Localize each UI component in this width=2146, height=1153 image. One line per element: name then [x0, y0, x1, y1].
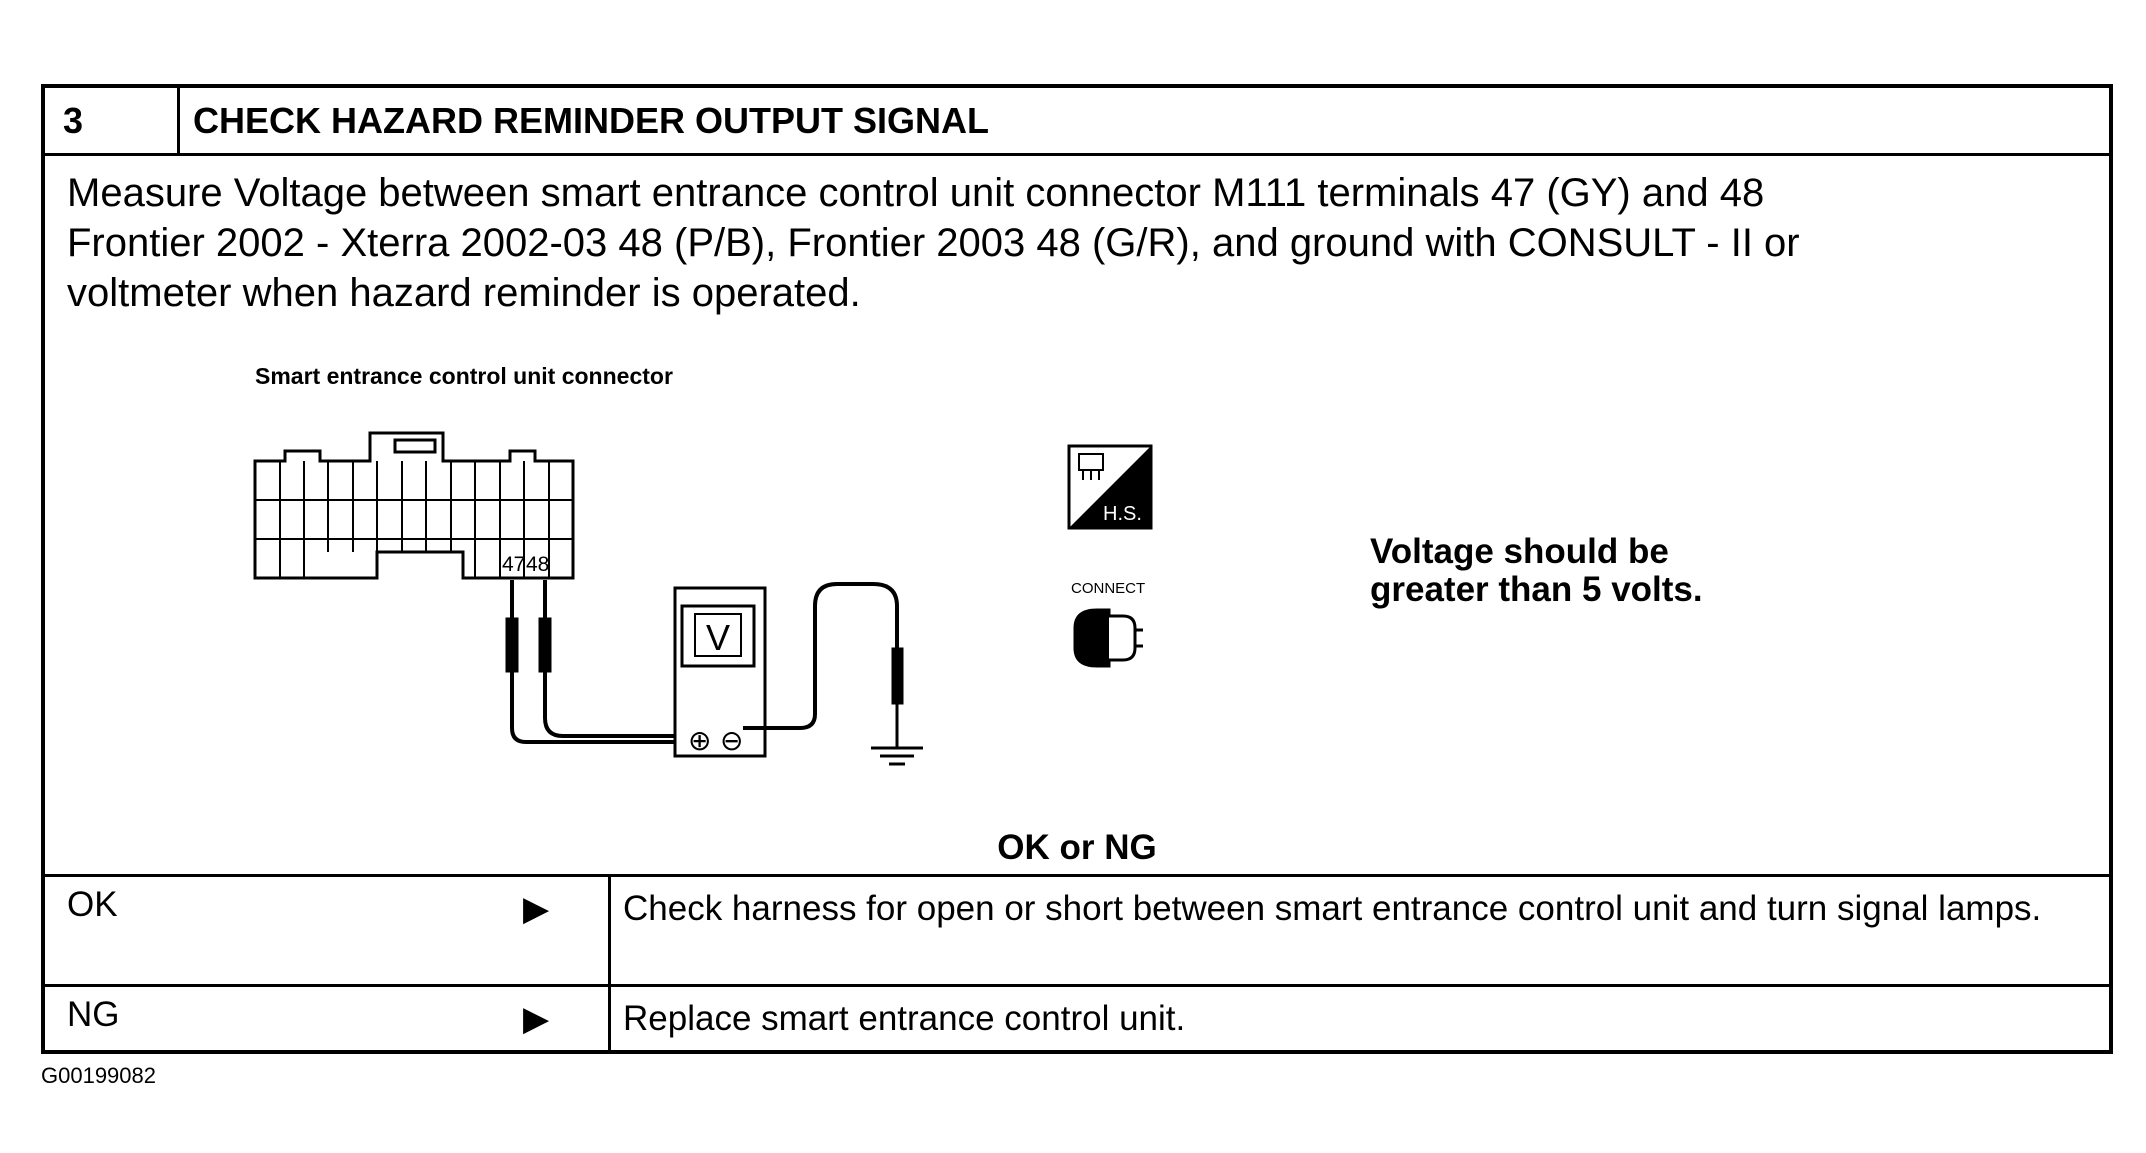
arrow-right-icon: ▶	[523, 890, 550, 928]
step-header: 3 CHECK HAZARD REMINDER OUTPUT SIGNAL	[45, 88, 2109, 156]
result-action: Replace smart entrance control unit.	[623, 999, 1186, 1038]
voltmeter-symbol: V	[706, 617, 730, 658]
meter-plus-terminal: ⊕	[688, 724, 711, 757]
instruction-text: Measure Voltage between smart entrance c…	[67, 171, 1800, 315]
hs-badge-label: H.S.	[1103, 503, 1142, 525]
connect-label: CONNECT	[1071, 580, 1145, 597]
ground-icon	[871, 647, 923, 766]
terminal-48-label: 48	[526, 553, 549, 576]
harness-side-icon	[1067, 444, 1153, 530]
result-key: OK	[67, 885, 118, 924]
probe-pair	[505, 580, 552, 673]
arrow-right-icon: ▶	[523, 1000, 550, 1038]
column-divider	[608, 877, 611, 987]
result-header: OK or NG	[997, 828, 1157, 867]
result-row-ok: OK ▶ Check harness for open or short bet…	[45, 874, 2109, 987]
connector-label: Smart entrance control unit connector	[255, 363, 673, 389]
voltmeter-icon	[673, 586, 767, 758]
procedure-table: 3 CHECK HAZARD REMINDER OUTPUT SIGNAL Me…	[41, 84, 2113, 1054]
step-number: 3	[45, 88, 180, 153]
result-key: NG	[67, 995, 120, 1034]
connect-icon	[1073, 608, 1143, 668]
column-divider	[608, 987, 611, 1053]
result-row-ng: NG ▶ Replace smart entrance control unit…	[45, 984, 2109, 1053]
meter-minus-terminal: ⊖	[720, 724, 743, 757]
connector-icon	[253, 431, 575, 580]
wiring-diagram: 47 48 V ⊕ ⊖	[253, 431, 1153, 766]
terminal-47-label: 47	[502, 553, 525, 576]
result-action: Check harness for open or short between …	[623, 889, 2042, 928]
voltage-spec: Voltage should be greater than 5 volts.	[1370, 532, 1703, 609]
figure-id: G00199082	[41, 1063, 156, 1088]
test-leads	[510, 582, 899, 744]
step-title: CHECK HAZARD REMINDER OUTPUT SIGNAL	[193, 100, 989, 141]
